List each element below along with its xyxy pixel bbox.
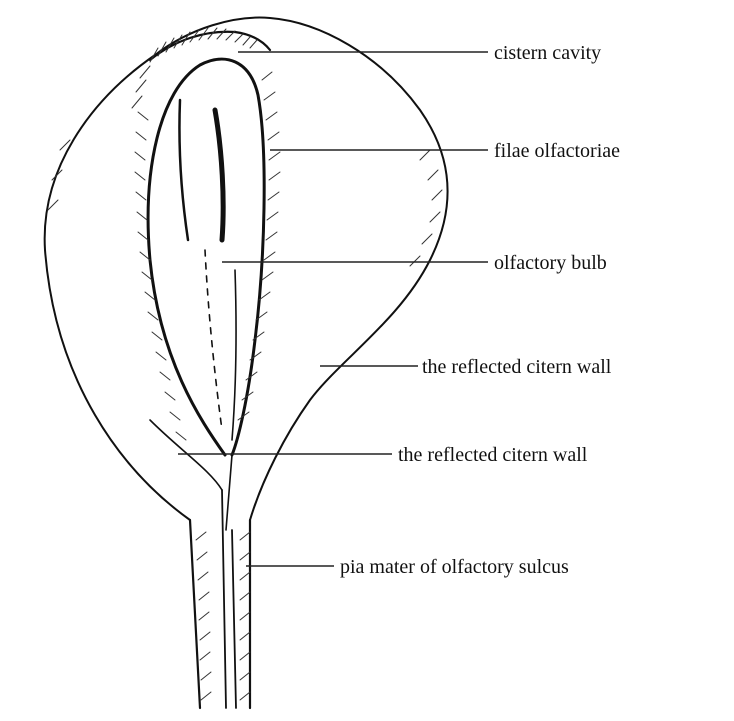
filae-hatching-left (134, 111, 187, 441)
label-cistern-cavity: cistern cavity (494, 42, 601, 64)
filae-hatching-right (237, 71, 281, 421)
label-olfactory-bulb: olfactory bulb (494, 252, 607, 274)
cavity-top-hatching (131, 27, 258, 109)
label-pia-mater: pia mater of olfactory sulcus (340, 556, 569, 578)
reflected-cistern-wall-outer-shape (43, 16, 449, 521)
olfactory-stalk-shape (188, 489, 252, 710)
olfactory-bulb-shape (146, 57, 266, 457)
labels: cistern cavity filae olfactoriae olfacto… (340, 42, 620, 578)
label-filae-olfactoriae: filae olfactoriae (494, 140, 620, 162)
cistern-cavity-shape (131, 27, 272, 109)
leader-lines (178, 51, 488, 567)
label-reflected-wall-outer: the reflected citern wall (422, 356, 612, 378)
wall-convergence-lines (149, 419, 233, 531)
label-reflected-wall-inner: the reflected citern wall (398, 444, 588, 466)
outer-wall-hatching (47, 139, 443, 267)
